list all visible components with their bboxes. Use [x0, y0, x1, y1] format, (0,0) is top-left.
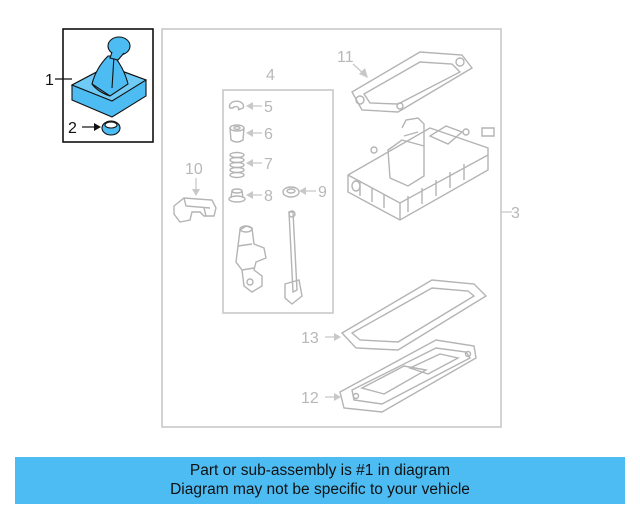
clip-part[interactable]	[228, 100, 245, 111]
callout-13: 13	[301, 330, 319, 347]
callout-arrow-12	[334, 393, 341, 401]
selector-shaft-part[interactable]	[235, 225, 267, 293]
bushing-part[interactable]	[229, 124, 245, 143]
callout-11: 11	[337, 49, 354, 66]
shift-lever-part[interactable]	[284, 210, 303, 305]
callout-9: 9	[318, 184, 327, 201]
ring-part[interactable]	[101, 120, 121, 136]
shifter-housing-part[interactable]	[347, 117, 495, 221]
bottom-cover-part[interactable]	[339, 339, 477, 413]
callout-4: 4	[266, 67, 275, 84]
callout-6: 6	[264, 126, 273, 143]
callout-5: 5	[264, 99, 273, 116]
callout-1: 1	[45, 72, 54, 89]
seal-plate-part[interactable]	[340, 279, 488, 351]
callout-8: 8	[264, 188, 273, 205]
washer-part[interactable]	[282, 186, 300, 198]
callout-arrow-5	[246, 102, 253, 110]
subgroup-frame	[222, 89, 334, 314]
callout-arrow-10	[192, 189, 200, 196]
banner-line-2: Diagram may not be specific to your vehi…	[170, 481, 470, 498]
callout-2: 2	[68, 120, 77, 137]
callout-arrow-7	[246, 159, 253, 167]
parts-diagram: 1 2 11 3 4 5	[45, 28, 520, 428]
callout-arrow-11	[359, 68, 368, 78]
spring-part[interactable]	[229, 151, 245, 179]
callout-arrow-9	[299, 187, 306, 195]
clamp-part[interactable]	[173, 197, 217, 223]
callout-arrow-2	[94, 123, 101, 131]
banner-line-1: Part or sub-assembly is #1 in diagram	[189, 462, 451, 479]
callout-arrow-8	[246, 191, 253, 199]
callout-10: 10	[185, 161, 203, 178]
callout-7: 7	[264, 156, 273, 173]
callout-arrow-6	[246, 129, 253, 137]
assembly-frame	[161, 28, 502, 428]
info-banner: Part or sub-assembly is #1 in diagram Di…	[15, 457, 625, 504]
seat-part[interactable]	[228, 188, 246, 203]
gasket-plate-part[interactable]	[351, 51, 474, 113]
shift-boot-part[interactable]	[70, 36, 148, 118]
callout-12: 12	[301, 390, 319, 407]
callout-3: 3	[511, 205, 520, 222]
callout-arrow-13	[334, 333, 341, 341]
